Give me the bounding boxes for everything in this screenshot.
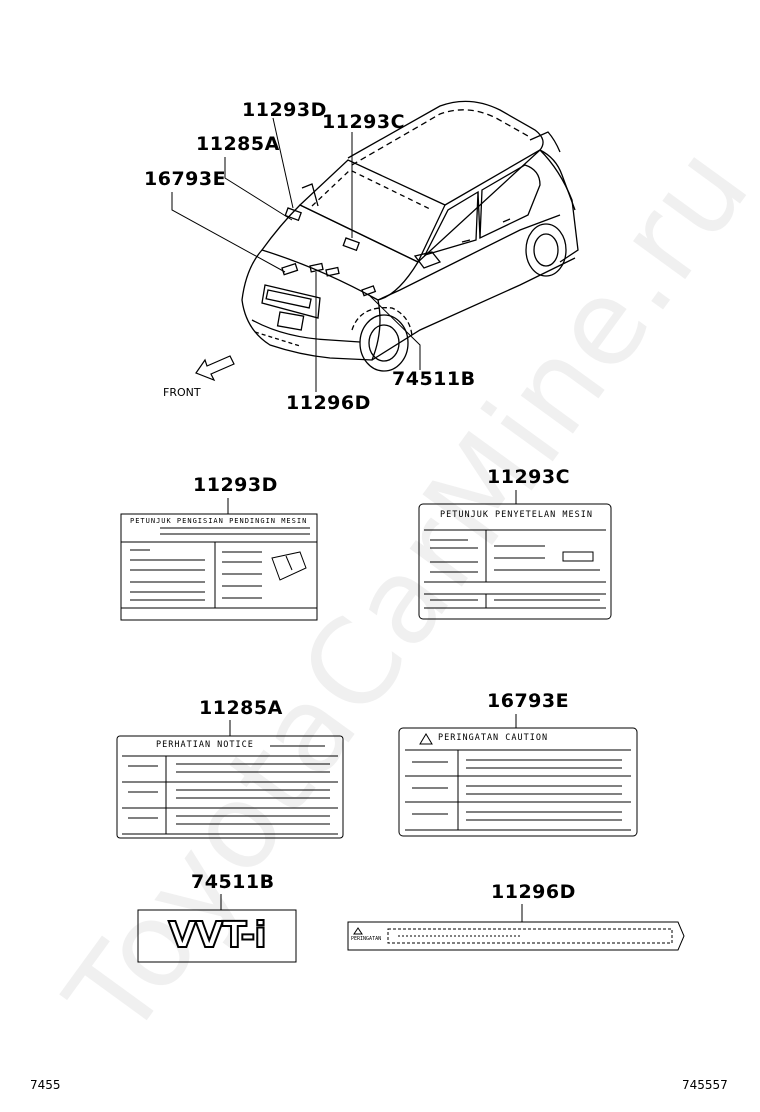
label-11285A-code: 11285A [199, 697, 283, 719]
car-mirror [413, 251, 442, 269]
label-16793E-heading: PERINGATAN CAUTION [438, 733, 549, 743]
callout-74511B: 74511B [392, 368, 476, 390]
callout-11293D: 11293D [242, 99, 327, 121]
label-16793E-code: 16793E [487, 690, 570, 712]
leader-16793E [171, 192, 286, 273]
car-front [241, 249, 381, 361]
footer-left-code: 7455 [30, 1078, 61, 1092]
car-side-window-rear [479, 164, 541, 240]
callout-11293C: 11293C [322, 111, 406, 133]
car-grille [261, 284, 321, 319]
callout-16793E: 16793E [144, 168, 227, 190]
leader-11293D [272, 117, 294, 209]
label-11296D-tag: PERINGATAN [351, 936, 382, 942]
leader-74511B [369, 295, 421, 370]
label-11285A-heading: PERHATIAN NOTICE [156, 740, 254, 750]
car-roof [347, 100, 544, 206]
label-11296D-code: 11296D [491, 881, 576, 903]
label-11293D-code: 11293D [193, 474, 278, 496]
label-11293C-code: 11293C [487, 466, 571, 488]
callout-11285A: 11285A [196, 133, 280, 155]
front-label: FRONT [163, 386, 201, 399]
car-wheel-rear [525, 223, 567, 277]
front-arrow-icon [195, 355, 235, 382]
leader-11285A [224, 157, 293, 221]
vvti-emblem: VVT-i [167, 915, 267, 956]
footer-right-code: 745557 [682, 1078, 728, 1092]
car-wheel-front [359, 314, 409, 372]
label-11293C-heading: PETUNJUK PENYETELAN MESIN [440, 510, 593, 520]
label-11293D-heading: PETUNJUK PENGISIAN PENDINGIN MESIN [130, 517, 308, 525]
callout-11296D: 11296D [286, 392, 371, 414]
label-74511B-code: 74511B [191, 871, 275, 893]
